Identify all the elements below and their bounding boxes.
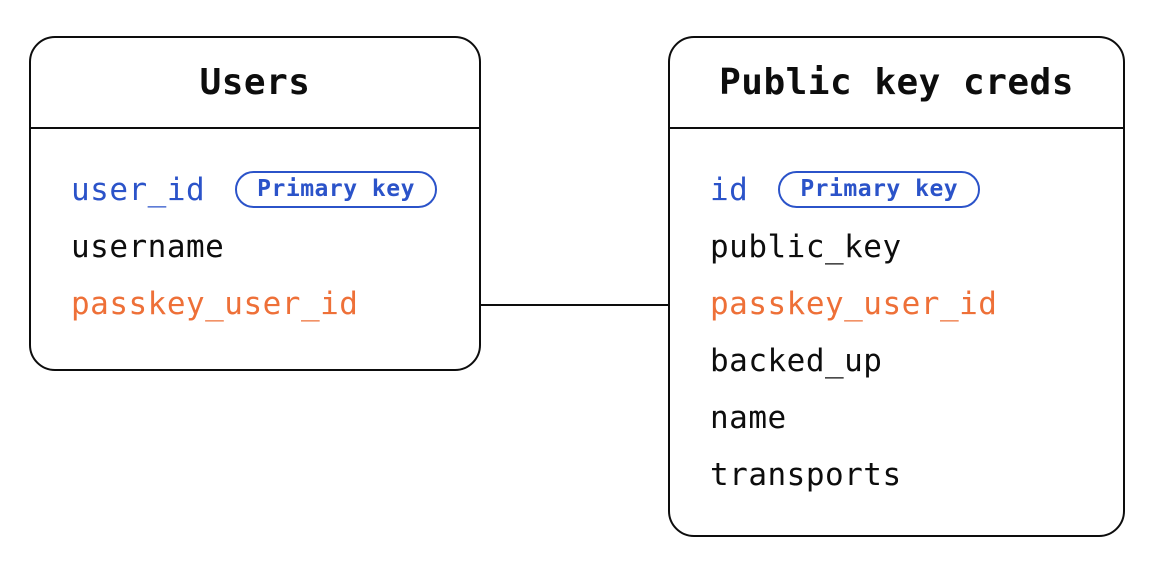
table-public-key-creds-title: Public key creds xyxy=(719,62,1074,103)
primary-key-badge: Primary key xyxy=(778,171,981,208)
field-row-name: name xyxy=(710,389,1123,446)
field-name: id xyxy=(710,171,749,208)
table-users-title: Users xyxy=(199,62,311,103)
field-row-passkey-user-id: passkey_user_id xyxy=(71,275,479,332)
table-users-header: Users xyxy=(31,38,479,129)
field-name: user_id xyxy=(71,171,206,208)
field-name: passkey_user_id xyxy=(71,285,359,322)
field-name: transports xyxy=(710,456,902,493)
table-users: Users user_id Primary key username passk… xyxy=(29,36,481,371)
table-users-body: user_id Primary key username passkey_use… xyxy=(31,129,479,332)
field-row-user-id: user_id Primary key xyxy=(71,161,479,218)
primary-key-badge: Primary key xyxy=(235,171,437,208)
field-row-transports: transports xyxy=(710,446,1123,503)
field-name: backed_up xyxy=(710,342,883,379)
field-name: passkey_user_id xyxy=(710,285,998,322)
field-name: username xyxy=(71,228,225,265)
table-public-key-creds: Public key creds id Primary key public_k… xyxy=(668,36,1125,537)
field-row-passkey-user-id: passkey_user_id xyxy=(710,275,1123,332)
relationship-line xyxy=(481,304,668,306)
field-name: public_key xyxy=(710,228,902,265)
table-public-key-creds-header: Public key creds xyxy=(670,38,1123,129)
field-row-id: id Primary key xyxy=(710,161,1123,218)
field-row-username: username xyxy=(71,218,479,275)
table-public-key-creds-body: id Primary key public_key passkey_user_i… xyxy=(670,129,1123,503)
field-name: name xyxy=(710,399,787,436)
field-row-backed-up: backed_up xyxy=(710,332,1123,389)
field-row-public-key: public_key xyxy=(710,218,1123,275)
